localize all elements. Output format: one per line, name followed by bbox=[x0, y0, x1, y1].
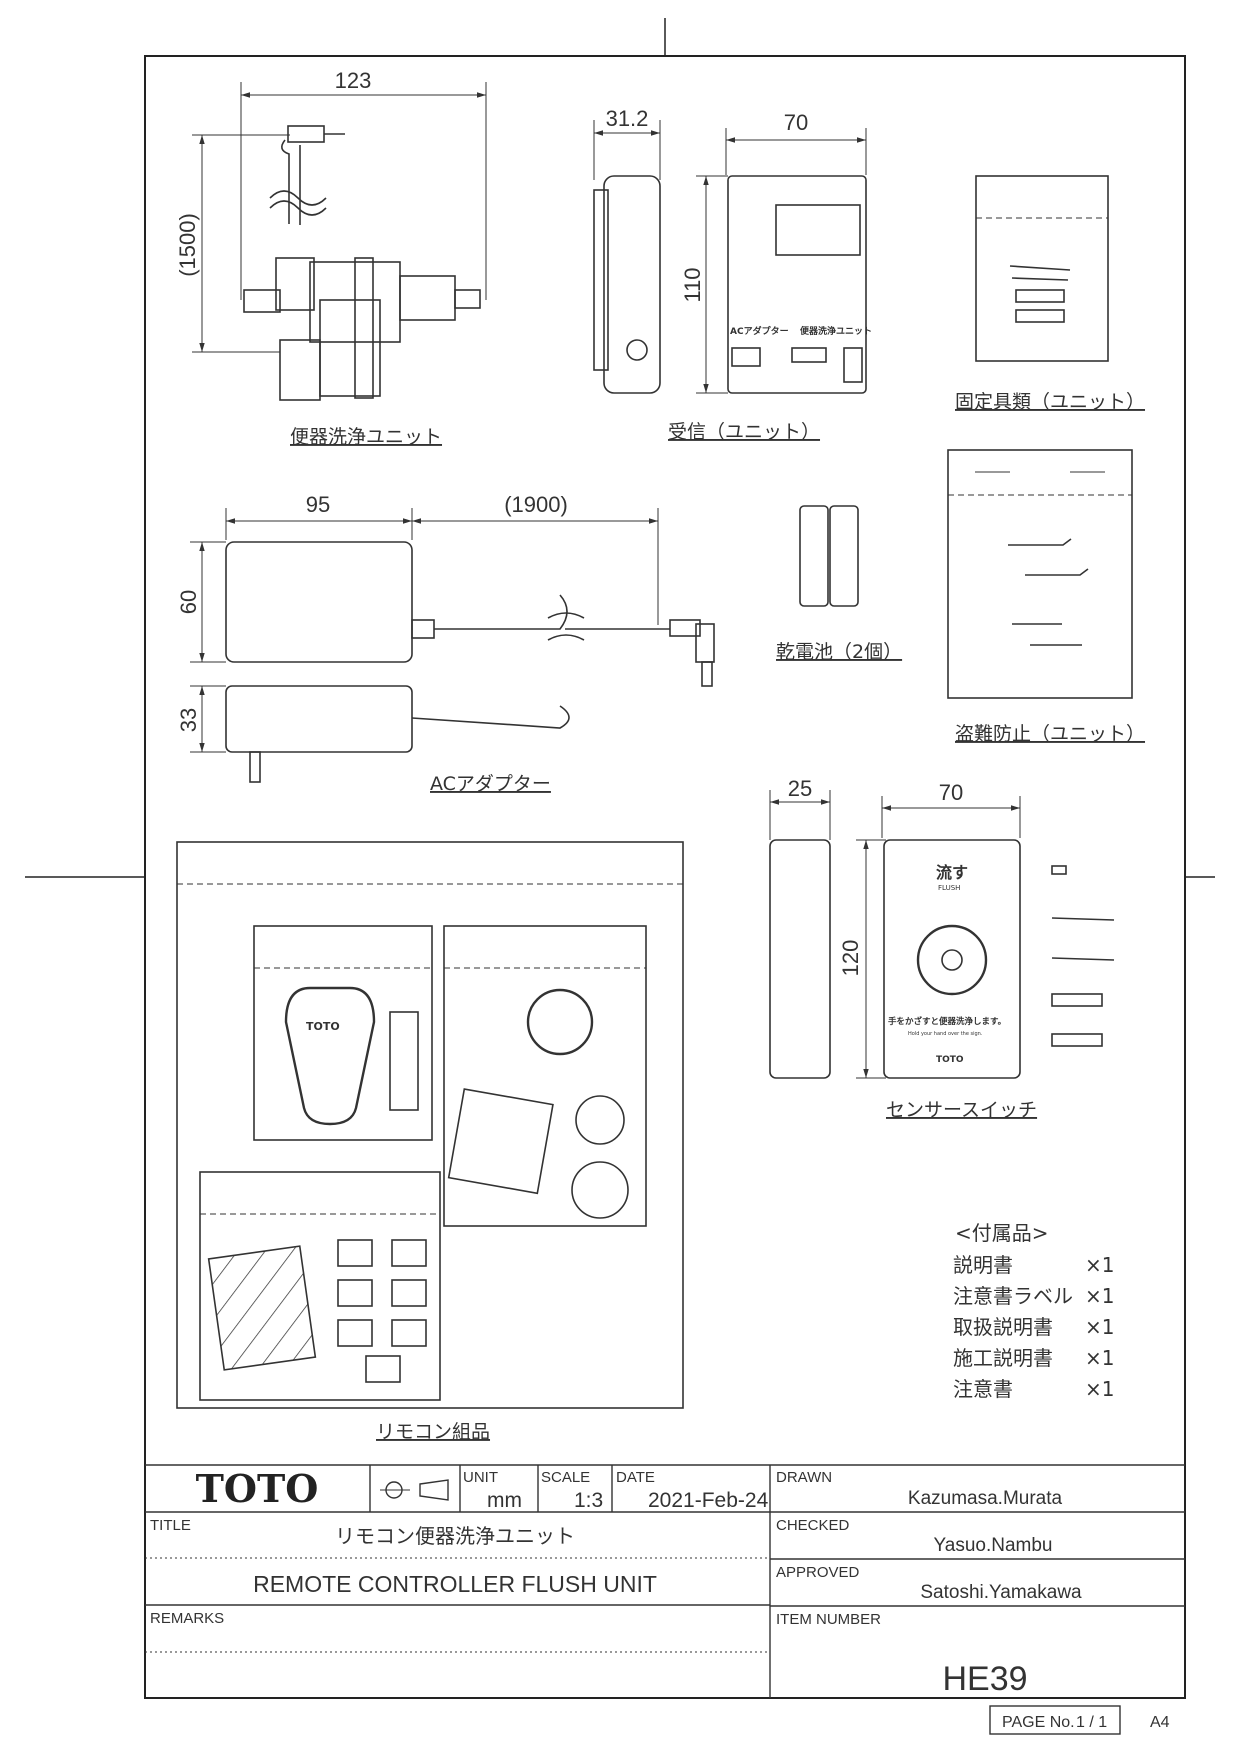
checked-label: CHECKED bbox=[776, 1517, 850, 1534]
antitheft-drawing bbox=[947, 449, 1133, 699]
page-label: PAGE No. bbox=[1002, 1714, 1075, 1731]
dim-adapter-width: 95 bbox=[306, 492, 330, 517]
title-en: REMOTE CONTROLLER FLUSH UNIT bbox=[253, 1571, 657, 1597]
caption-flush-unit: 便器洗浄ユニット bbox=[290, 426, 442, 448]
title-label: TITLE bbox=[150, 1517, 191, 1534]
caption-batteries: 乾電池（2個） bbox=[776, 641, 902, 663]
scale-value: 1:3 bbox=[574, 1489, 603, 1512]
dim-receiver-width: 70 bbox=[784, 110, 808, 135]
caption-antitheft: 盗難防止（ユニット） bbox=[955, 723, 1145, 745]
accessory-name: 取扱説明書 bbox=[953, 1315, 1053, 1339]
ac-adapter-drawing bbox=[190, 508, 715, 783]
unit-value: mm bbox=[487, 1489, 522, 1512]
item-value: HE39 bbox=[942, 1660, 1027, 1698]
accessories-heading: <付属品> bbox=[955, 1221, 1049, 1245]
accessory-qty: ×1 bbox=[1085, 1315, 1114, 1339]
drawn-value: Kazumasa.Murata bbox=[908, 1488, 1063, 1509]
sensor-flush-en: FLUSH bbox=[938, 884, 960, 892]
scale-label: SCALE bbox=[541, 1469, 590, 1486]
sensor-switch-drawing bbox=[769, 790, 1115, 1079]
caption-remote-set: リモコン組品 bbox=[376, 1421, 490, 1443]
caption-fixings: 固定具類（ユニット） bbox=[955, 391, 1145, 413]
accessory-name: 施工説明書 bbox=[953, 1346, 1053, 1370]
sensor-brand: TOTO bbox=[936, 1055, 964, 1065]
flush-unit-drawing bbox=[192, 82, 487, 401]
accessory-name: 注意書 bbox=[953, 1377, 1013, 1401]
unit-label: UNIT bbox=[463, 1469, 498, 1486]
toto-logo: TOTO bbox=[196, 1466, 319, 1511]
title-block-frame bbox=[145, 1464, 1185, 1735]
title-jp: リモコン便器洗浄ユニット bbox=[335, 1524, 575, 1548]
accessory-qty: ×1 bbox=[1085, 1377, 1114, 1401]
receiver-label-flush: 便器洗浄ユニット bbox=[800, 325, 872, 337]
accessory-name: 注意書ラベル bbox=[953, 1284, 1073, 1308]
accessory-qty: ×1 bbox=[1085, 1253, 1114, 1277]
dim-receiver-depth: 31.2 bbox=[606, 106, 649, 131]
part-captions: 便器洗浄ユニット 受信（ユニット） 固定具類（ユニット） 乾電池（2個） 盗難防… bbox=[290, 391, 1145, 1443]
caption-ac-adapter: ACアダプター bbox=[430, 773, 551, 795]
dim-receiver-height: 110 bbox=[680, 267, 705, 302]
remote-brand: TOTO bbox=[306, 1020, 340, 1033]
item-label: ITEM NUMBER bbox=[776, 1611, 881, 1628]
accessory-qty: ×1 bbox=[1085, 1346, 1114, 1370]
dim-flush-unit-width: 123 bbox=[335, 68, 372, 93]
receiver-drawing bbox=[593, 120, 867, 394]
page-value: 1 / 1 bbox=[1076, 1714, 1107, 1731]
fixings-drawing bbox=[975, 175, 1109, 362]
date-label: DATE bbox=[616, 1469, 655, 1486]
date-value: 2021-Feb-24 bbox=[648, 1489, 769, 1512]
receiver-label-ac: ACアダプター bbox=[730, 325, 789, 337]
dim-flush-unit-cable: (1500) bbox=[175, 213, 200, 277]
dimension-labels: 123 (1500) 31.2 70 110 95 (1900) 60 33 2… bbox=[175, 68, 963, 976]
dim-sensor-depth: 25 bbox=[788, 776, 812, 801]
drawn-label: DRAWN bbox=[776, 1469, 832, 1486]
accessory-name: 説明書 bbox=[953, 1253, 1013, 1277]
accessory-qty: ×1 bbox=[1085, 1284, 1114, 1308]
caption-receiver: 受信（ユニット） bbox=[668, 421, 820, 443]
batteries-drawing bbox=[799, 505, 859, 607]
approved-label: APPROVED bbox=[776, 1564, 860, 1581]
sensor-instruction-jp: 手をかざすと便器洗浄します。 bbox=[888, 1016, 1006, 1027]
caption-sensor-switch: センサースイッチ bbox=[886, 1099, 1037, 1121]
remote-set-drawing bbox=[176, 841, 684, 1409]
accessories-list: <付属品> 説明書 ×1 注意書ラベル ×1 取扱説明書 ×1 施工説明書 ×1… bbox=[953, 1221, 1114, 1401]
dim-adapter-cable: (1900) bbox=[504, 492, 568, 517]
dim-sensor-height: 120 bbox=[838, 940, 863, 977]
approved-value: Satoshi.Yamakawa bbox=[920, 1582, 1082, 1603]
dim-adapter-height: 60 bbox=[176, 590, 201, 614]
paper-size: A4 bbox=[1150, 1714, 1170, 1731]
remarks-label: REMARKS bbox=[150, 1610, 224, 1627]
checked-value: Yasuo.Nambu bbox=[934, 1535, 1053, 1556]
dim-sensor-width: 70 bbox=[939, 780, 963, 805]
title-block: TOTO UNIT mm SCALE 1:3 DATE 2021-Feb-24 … bbox=[150, 1466, 1170, 1731]
dim-adapter-depth: 33 bbox=[176, 708, 201, 732]
sensor-flush-jp: 流す bbox=[936, 863, 968, 882]
sensor-instruction-en: Hold your hand over the sign. bbox=[908, 1031, 983, 1037]
